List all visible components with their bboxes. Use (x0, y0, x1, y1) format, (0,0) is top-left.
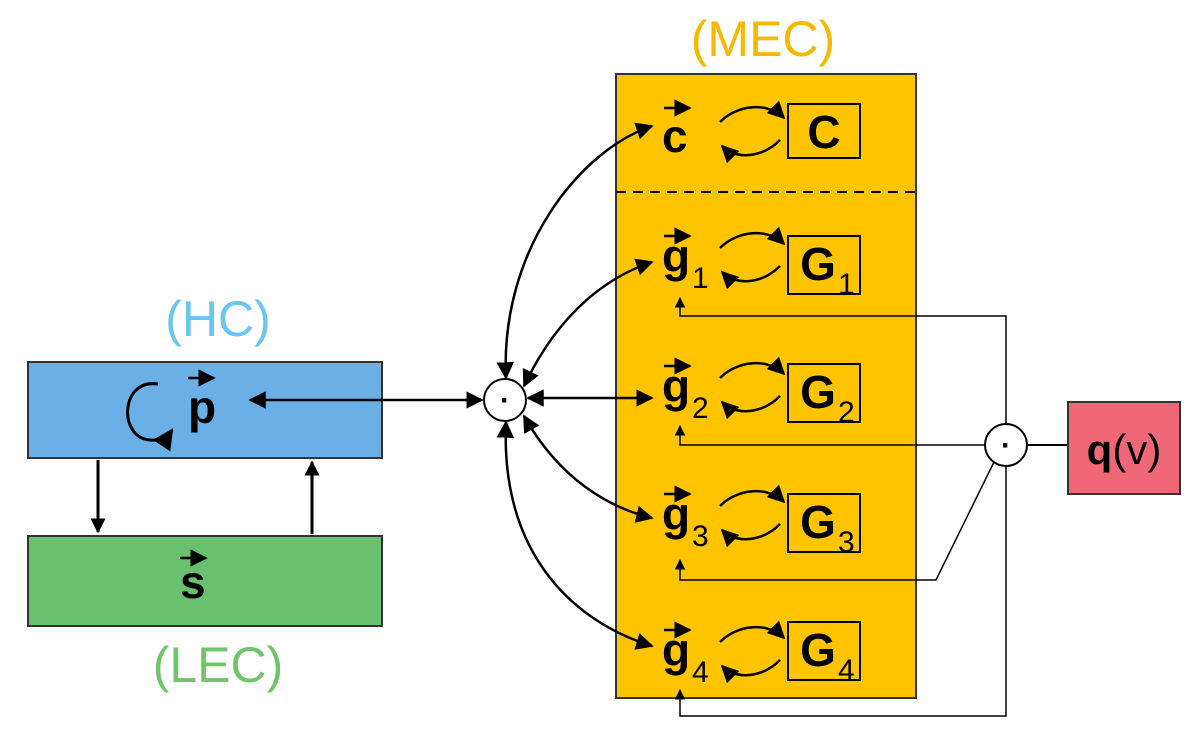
G4-subscript: 4 (838, 654, 855, 687)
g1-vector-symbol: g (662, 230, 690, 282)
G1-subscript: 1 (838, 268, 855, 301)
c-combination-link (496, 122, 654, 380)
combination-node-dot: · (500, 384, 510, 417)
G2-symbol: G (800, 366, 836, 418)
g3-subscript: 3 (692, 520, 709, 553)
s-vector-symbol: s (180, 556, 206, 608)
p-vector-symbol: p (188, 381, 216, 433)
G1-symbol: G (800, 238, 836, 290)
G2-box (787, 363, 861, 423)
G1-box (787, 235, 861, 295)
g2-vector-symbol: g (662, 360, 690, 412)
g3-vector-symbol: g (662, 488, 690, 540)
mec-box (615, 73, 917, 699)
recurrent-loop-arrow (126, 382, 174, 452)
c-to-C-arrow (719, 100, 786, 123)
G4-box (787, 621, 861, 681)
G3-symbol: G (800, 496, 836, 548)
G4-to-g4-arrow (720, 659, 781, 684)
lec-box (27, 535, 383, 627)
velocity-to-g2-line (674, 424, 985, 446)
g4-to-G4-arrow (719, 620, 786, 643)
q-box (1067, 401, 1181, 495)
G3-box (787, 493, 861, 553)
C-symbol: C (807, 106, 840, 158)
g1-subscript: 1 (692, 262, 709, 295)
G3-subscript: 3 (838, 526, 855, 559)
q-symbol: q (1087, 426, 1113, 473)
g4-vector-symbol: g (662, 624, 690, 676)
velocity-to-g3-line (674, 461, 995, 581)
g1-to-G1-arrow (719, 226, 786, 249)
G2-subscript: 2 (838, 396, 855, 429)
G3-to-g3-arrow (720, 523, 781, 548)
c-vector-symbol: c (662, 110, 688, 162)
g2-to-G2-arrow (719, 356, 786, 379)
q-v-label: q(v) (1087, 426, 1162, 473)
g3-to-G3-arrow (719, 484, 786, 507)
C-box (787, 103, 861, 159)
G1-to-g1-arrow (720, 265, 781, 290)
v-argument: (v) (1112, 426, 1161, 473)
velocity-combination-dot: · (1001, 429, 1011, 462)
g2-subscript: 2 (692, 392, 709, 425)
C-to-c-arrow (720, 139, 781, 164)
velocity-to-g4-line (674, 466, 1007, 717)
lec-label: (LEC) (153, 637, 284, 693)
mec-label: (MEC) (691, 11, 835, 67)
g4-combination-link (496, 420, 654, 650)
g4-subscript: 4 (692, 656, 709, 689)
g1-combination-link (522, 258, 654, 388)
G2-to-g2-arrow (720, 395, 781, 420)
velocity-to-g1-line (674, 296, 1007, 424)
G4-symbol: G (800, 624, 836, 676)
hc-label: (HC) (165, 291, 271, 347)
